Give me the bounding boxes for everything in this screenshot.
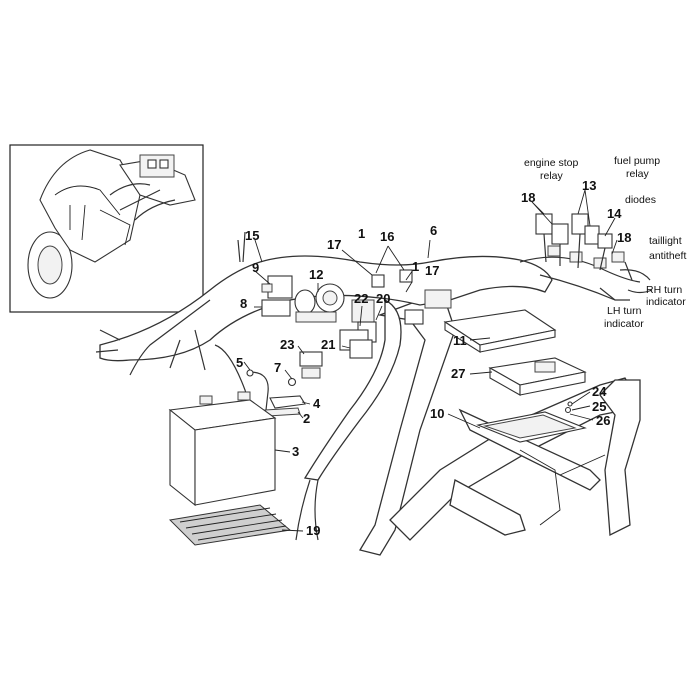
- callout-3: 3: [292, 444, 299, 459]
- callout-13: 13: [582, 178, 596, 193]
- rear-subframe: [358, 299, 641, 556]
- label-fuel-pump: fuel pump: [614, 155, 660, 167]
- callout-10: 10: [430, 406, 444, 421]
- label-lh-turn-indicator: indicator: [604, 318, 644, 330]
- callout-numbers: 18 13 14 18 15 17 1 16 6 1 17 9 8 12 22 …: [236, 178, 631, 538]
- callout-9: 9: [252, 260, 259, 275]
- callout-5: 5: [236, 355, 243, 370]
- battery: [168, 391, 277, 507]
- callout-20: 20: [376, 291, 390, 306]
- label-rh-turn-indicator: indicator: [646, 296, 686, 308]
- control-units: [443, 309, 587, 443]
- relay-cluster: [535, 213, 653, 301]
- callout-25: 25: [592, 399, 606, 414]
- callout-21: 21: [321, 337, 335, 352]
- callout-7: 7: [274, 360, 281, 375]
- callout-27: 27: [451, 366, 465, 381]
- callout-23: 23: [280, 337, 294, 352]
- callout-24: 24: [592, 384, 607, 399]
- callout-18: 18: [521, 190, 535, 205]
- callout-4: 4: [313, 396, 321, 411]
- label-taillight: taillight: [649, 235, 682, 247]
- callout-17: 17: [425, 263, 439, 278]
- callout-26: 26: [596, 413, 610, 428]
- label-engine-stop-relay: relay: [540, 170, 564, 182]
- leader-lines: [243, 189, 618, 532]
- label-diodes: diodes: [625, 194, 656, 206]
- callout-11: 11: [453, 333, 467, 348]
- callout-1: 1: [412, 259, 419, 274]
- motorcycle-inset: [9, 144, 204, 313]
- callout-8: 8: [240, 296, 247, 311]
- callout-16: 16: [380, 229, 394, 244]
- label-engine-stop: engine stop: [524, 157, 578, 169]
- label-lh-turn: LH turn: [607, 305, 642, 317]
- label-antitheft: antitheft: [649, 250, 686, 262]
- callout-14: 14: [607, 206, 622, 221]
- callout-12: 12: [309, 267, 323, 282]
- text-labels: engine stop relay fuel pump relay diodes…: [524, 155, 686, 330]
- callout-6: 6: [430, 223, 437, 238]
- callout-18: 18: [617, 230, 631, 245]
- callout-19: 19: [306, 523, 320, 538]
- battery-mat: [168, 504, 292, 546]
- callout-15: 15: [245, 228, 259, 243]
- label-fuel-pump-relay: relay: [626, 168, 650, 180]
- callout-2: 2: [303, 411, 310, 426]
- callout-17: 17: [327, 237, 341, 252]
- callout-22: 22: [354, 291, 368, 306]
- callout-1: 1: [358, 226, 365, 241]
- label-rh-turn: RH turn: [646, 284, 682, 296]
